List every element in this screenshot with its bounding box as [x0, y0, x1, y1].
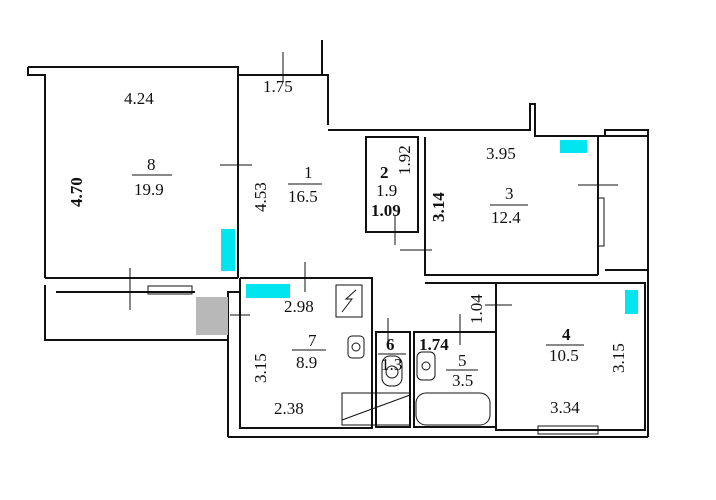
room7-bottom: 2.38: [274, 399, 304, 418]
room3-width: 3.95: [486, 144, 516, 163]
room2-area: 1.9: [376, 181, 397, 200]
wall-details: [112, 52, 618, 435]
marker-room8: [221, 229, 235, 271]
room3-number: 3: [505, 184, 514, 203]
marker-room7: [246, 284, 290, 298]
room5-area: 3.5: [452, 371, 473, 390]
room1-side: 4.53: [251, 182, 270, 212]
room4-bottom: 3.34: [550, 398, 580, 417]
room5-top: 1.74: [419, 335, 449, 354]
walls: [27, 40, 649, 438]
room4-height: 3.15: [609, 343, 628, 373]
room6-number: 6: [386, 335, 395, 354]
room8-area: 19.9: [134, 180, 164, 199]
room2-number: 2: [380, 163, 389, 182]
room2-width: 1.09: [371, 201, 401, 220]
marker-room3: [560, 140, 587, 153]
room6-area: 1.3: [381, 355, 402, 374]
room3-height: 3.14: [429, 192, 448, 222]
room1-area: 16.5: [288, 187, 318, 206]
room7-top: 2.98: [284, 297, 314, 316]
corridor-dimension: 1.04: [467, 294, 486, 324]
room7-number: 7: [308, 331, 317, 350]
ventilation-shaft: [196, 297, 228, 335]
room1-number: 1: [304, 163, 313, 182]
room2-height: 1.92: [395, 145, 414, 175]
room3-area: 12.4: [491, 208, 521, 227]
room8-height: 4.70: [67, 177, 86, 207]
room8-number: 8: [147, 155, 156, 174]
marker-room4: [625, 290, 638, 314]
room4-area: 10.5: [549, 346, 579, 365]
room1-top: 1.75: [263, 77, 293, 96]
room8-width: 4.24: [124, 89, 154, 108]
room4-number: 4: [562, 325, 571, 344]
room5-number: 5: [458, 351, 467, 370]
room7-area: 8.9: [296, 353, 317, 372]
room7-height: 3.15: [251, 353, 270, 383]
